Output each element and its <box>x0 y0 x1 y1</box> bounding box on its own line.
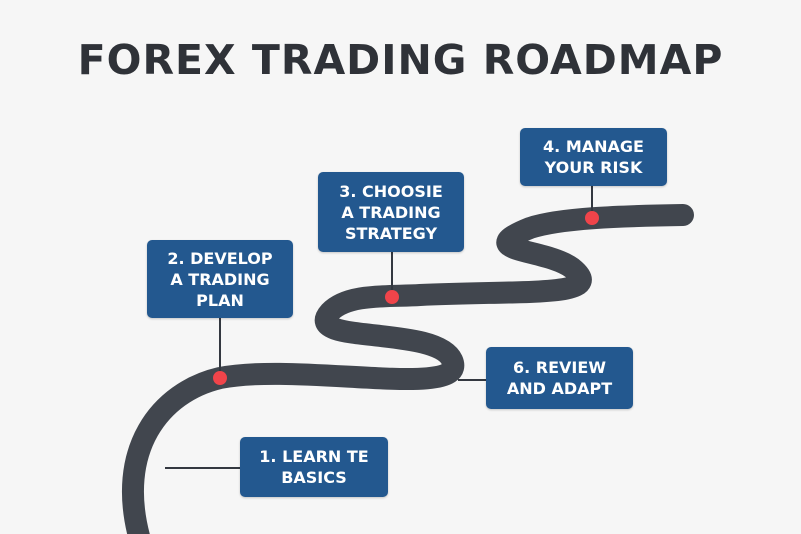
step-label: A TRADING <box>170 269 270 289</box>
milestone-marker <box>585 211 599 225</box>
step-2-box: 2. DEVELOP A TRADING PLAN <box>147 240 293 318</box>
step-label: AND ADAPT <box>506 379 613 398</box>
milestone-marker <box>213 371 227 385</box>
step-label: PLAN <box>196 290 244 310</box>
step-label: 2. DEVELOP <box>167 248 273 268</box>
step-6-box: 6. REVIEW AND ADAPT <box>486 347 633 409</box>
step-label: 6. REVIEW <box>513 358 606 377</box>
step-1-box: 1. LEARN TE BASICS <box>240 437 388 497</box>
step-label: 1. LEARN TE <box>259 447 369 466</box>
step-label: 4. MANAGE <box>543 137 644 156</box>
step-label: 3. CHOOSIE <box>339 181 443 201</box>
step-label: BASICS <box>281 468 347 487</box>
step-label: A TRADING <box>341 202 441 222</box>
step-label: STRATEGY <box>344 223 438 243</box>
page-title: FOREX TRADING ROADMAP <box>77 36 724 84</box>
step-label: YOUR RISK <box>544 158 643 177</box>
milestone-marker <box>385 290 399 304</box>
step-4-box: 4. MANAGE YOUR RISK <box>520 128 667 186</box>
step-3-box: 3. CHOOSIE A TRADING STRATEGY <box>318 172 464 252</box>
